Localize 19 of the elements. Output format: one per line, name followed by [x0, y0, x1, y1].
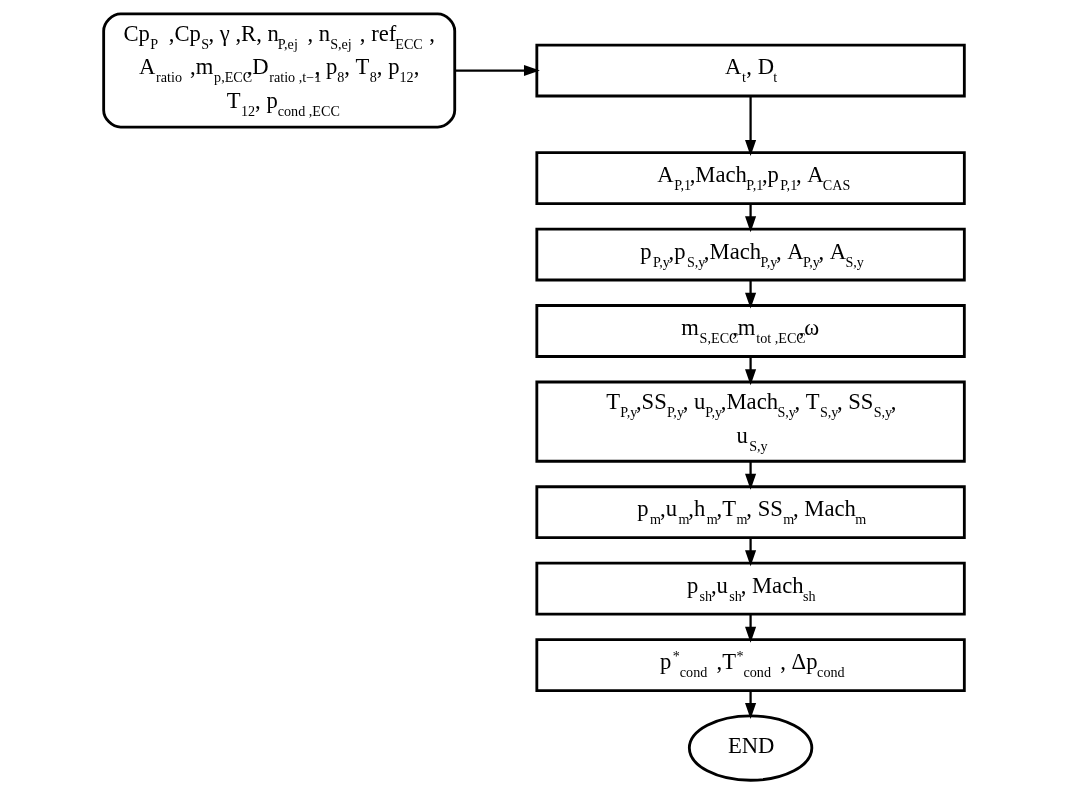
arrow [744, 461, 756, 490]
node-box: p$^{*}$$_{cond}$ ,T$^{*}$$_{cond}$ , Δp$_{cond}$ [534, 638, 966, 692]
arrow [744, 356, 756, 386]
arrow [744, 690, 756, 719]
arrow [744, 614, 756, 643]
node-box: Cp$_{P}$ ,Cp$_{S}$, γ ,R, n$_{P,ej}$ , n$_{S,ej}$ , ref$_{ECC}$ , A$_{ratio}$ ,m$_{p,ECC}$,D$_{ratio ,t−1}$, p$_{8}$, T$_{8}$, p$_{12}$, T$_{12}$, p$_{cond ,ECC}$ [101, 12, 456, 129]
node-box: A$_{t}$, D$_{t}$ [534, 43, 966, 98]
node-box: p$_{m}$,u$_{m}$,h$_{m}$,T$_{m}$, SS$_{m}$, Mach$_{m}$ [534, 485, 966, 540]
arrow [744, 280, 756, 309]
node-ellipse: END [687, 714, 813, 782]
node-box: T$_{P,y}$,SS$_{P,y}$, u$_{P,y}$,Mach$_{S,y}$, T$_{S,y}$, SS$_{S,y}$, u$_{S,y}$ [534, 380, 966, 463]
arrow [454, 64, 540, 77]
arrow [744, 537, 756, 567]
node-box: A$_{P,1}$,Mach$_{P,1}$,p$_{P,1}$, A$_{CAS}$ [534, 151, 966, 205]
node-box: p$_{sh}$,u$_{sh}$, Mach$_{sh}$ [534, 561, 966, 616]
node-box: p$_{P,y}$,p$_{S,y}$,Mach$_{P,y}$, A$_{P,y}$, A$_{S,y}$ [534, 227, 966, 282]
arrow [744, 203, 756, 233]
node-box: m$_{S,ECC}$,m$_{tot ,ECC}$,ω [534, 304, 966, 358]
arrow [744, 96, 756, 156]
